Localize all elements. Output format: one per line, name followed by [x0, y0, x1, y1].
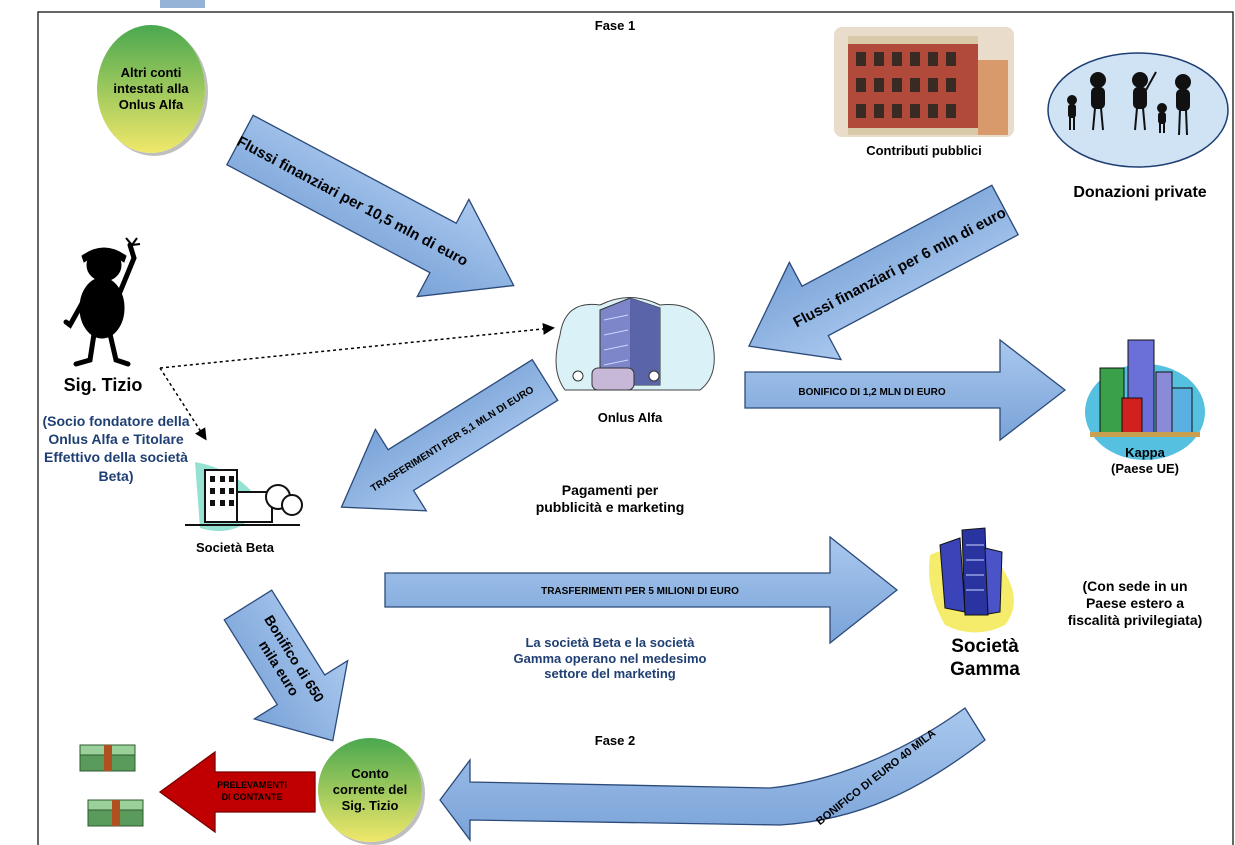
- arrow-trasferimenti-5-1: TRASFERIMENTI PER 5,1 MLN DI EURO: [340, 358, 559, 512]
- onlus-alfa-label: Onlus Alfa: [597, 410, 663, 425]
- dotted-link-tizio-onlus: [159, 322, 555, 369]
- arrow-flussi-6: Flussi finanziari per 6 mln di euro: [747, 184, 1020, 361]
- arrow-bonifico-1-2: BONIFICO DI 1,2 MLN DI EURO: [744, 338, 1067, 442]
- donazioni-private-label: Donazioni private: [1073, 184, 1207, 201]
- societa-gamma-label: Società Gamma: [950, 636, 1020, 680]
- arrow-trasferimenti-5: TRASFERIMENTI PER 5 MILIONI DI EURO: [384, 535, 899, 645]
- title-fragment: [160, 0, 205, 8]
- cash-stack-icon: [79, 744, 144, 827]
- dotted-link-tizio-beta: [159, 367, 207, 441]
- sig-tizio-note: (Socio fondatore della Onlus Alfa e Tito…: [42, 413, 190, 484]
- contributi-pubblici-label: Contributi pubblici: [866, 143, 982, 158]
- arrow-trasferimenti-5-label: TRASFERIMENTI PER 5 MILIONI DI EURO: [541, 586, 739, 597]
- person-icon: [63, 237, 141, 367]
- arrow-bonifico-40: BONIFICO DI EURO 40 MILA: [439, 707, 986, 842]
- onlus-building-icon: [555, 297, 715, 391]
- donazioni-people-icon: [1047, 52, 1229, 168]
- gamma-note: (Con sede in un Paese estero a fiscalità…: [1067, 578, 1203, 628]
- diagram-frame: [37, 11, 1234, 845]
- arrow-prelevamenti: PRELEVAMENTI DI CONTANTE: [158, 750, 316, 834]
- arrow-bonifico-1-2-label: BONIFICO DI 1,2 MLN DI EURO: [798, 387, 945, 398]
- beta-gamma-note: La società Beta e la società Gamma opera…: [513, 635, 707, 682]
- kappa-label: Kappa (Paese UE): [1111, 445, 1179, 476]
- arrow-prelevamenti-label-1: PRELEVAMENTI: [217, 780, 287, 790]
- arrow-flussi-10-5-label: Flussi finanziari per 10,5 mln di euro: [234, 133, 471, 270]
- city-buildings-icon: [1085, 339, 1205, 460]
- conto-corrente-label: Conto corrente del Sig. Tizio: [332, 765, 408, 814]
- palazzo-icon: [834, 27, 1014, 137]
- conto-corrente-circle: Conto corrente del Sig. Tizio: [318, 738, 422, 842]
- arrow-flussi-6-label: Flussi finanziari per 6 mln di euro: [791, 204, 1009, 331]
- beta-building-icon: [185, 462, 303, 532]
- arrow-trasferimenti-5-1-label: TRASFERIMENTI PER 5,1 MLN DI EURO: [369, 384, 536, 494]
- sig-tizio-label: Sig. Tizio: [63, 375, 143, 395]
- altri-conti-circle: Altri conti intestati alla Onlus Alfa: [97, 25, 205, 153]
- fase-1-label: Fase 1: [594, 18, 636, 33]
- altri-conti-label: Altri conti intestati alla Onlus Alfa: [113, 64, 189, 113]
- fase-2-label: Fase 2: [594, 733, 636, 748]
- arrow-prelevamenti-label-2: DI CONTANTE: [222, 792, 283, 802]
- pagamenti-label: Pagamenti per pubblicità e marketing: [535, 482, 685, 515]
- societa-beta-label: Società Beta: [195, 540, 275, 555]
- arrow-flussi-10-5: Flussi finanziari per 10,5 mln di euro: [225, 114, 515, 298]
- gamma-building-icon: [929, 527, 1014, 633]
